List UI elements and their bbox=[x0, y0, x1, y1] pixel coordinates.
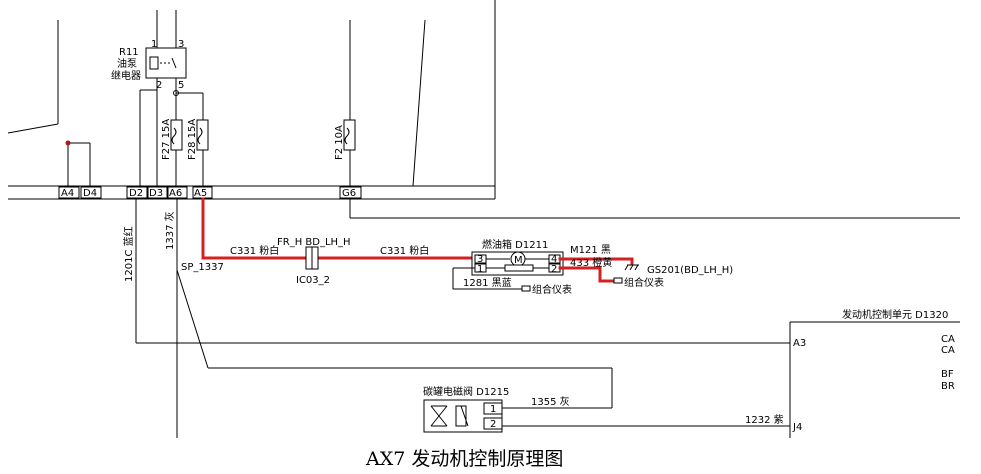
relay-desc-1: 油泵 bbox=[117, 57, 137, 70]
connector-strip: A4 D4 D2 D3 A6 A5 G6 bbox=[58, 186, 362, 199]
relay-r11: R11 油泵 继电器 1 3 2 5 bbox=[111, 10, 204, 186]
pin-d2: D2 bbox=[129, 188, 143, 199]
pin-d4: D4 bbox=[83, 188, 97, 199]
lower-harness: 1201C 蓝红 1337 灰 SP_1337 1355 灰 1232 紫 bbox=[122, 199, 790, 438]
splice-sp1337-label: SP_1337 bbox=[181, 262, 224, 273]
fuel-tank-name: 燃油箱 D1211 bbox=[482, 238, 548, 251]
diagram-title: AX7 发动机控制原理图 bbox=[365, 448, 563, 470]
wire-1201c-label: 1201C 蓝红 bbox=[122, 226, 135, 282]
ecu-ca-2: CA bbox=[941, 345, 955, 356]
cluster-1-plug-icon bbox=[521, 285, 531, 292]
ecu-ca-1: CA bbox=[941, 334, 955, 345]
ecu-pin-j4: J4 bbox=[792, 422, 802, 433]
wire-c331-right-label: C331 粉白 bbox=[380, 244, 429, 257]
relay-pin-2: 2 bbox=[156, 80, 162, 91]
pin-g6: G6 bbox=[342, 188, 356, 199]
red-supply-wire: C331 粉白 C331 粉白 bbox=[201, 197, 474, 260]
inline-connector-bottom-label: IC03_2 bbox=[296, 275, 330, 286]
inline-connector-top-label: FR_H BD_LH_H bbox=[277, 237, 351, 248]
ground-label: GS201(BD_LH_H) bbox=[647, 265, 733, 276]
relay-pin-3: 3 bbox=[178, 39, 184, 50]
pin-a4: A4 bbox=[61, 188, 74, 199]
left-harness bbox=[7, 20, 91, 186]
wire-m121-label: M121 黑 bbox=[570, 244, 611, 256]
wire-1355-label: 1355 灰 bbox=[531, 395, 570, 408]
ecu-br-1: BF bbox=[941, 369, 954, 380]
ecu-d1320: 发动机控制单元 D1320 A3 J4 CA CA BF BR bbox=[789, 308, 960, 438]
fuse-f28-label: F28 15A bbox=[187, 119, 198, 160]
cluster-2-label: 组合仪表 bbox=[624, 276, 664, 289]
ecu-br-2: BR bbox=[941, 381, 955, 392]
inline-connector-ic03-2: FR_H BD_LH_H IC03_2 bbox=[277, 237, 351, 286]
ecu-name: 发动机控制单元 D1320 bbox=[842, 308, 948, 321]
fuse-f27: F27 15A bbox=[161, 119, 183, 160]
fuse-f28: F28 15A bbox=[187, 119, 209, 160]
fuel-tank-pin-1: 1 bbox=[477, 264, 483, 275]
relay-desc-2: 继电器 bbox=[111, 69, 141, 82]
canister-valve-name: 碳罐电磁阀 D1215 bbox=[423, 385, 509, 398]
relay-name: R11 bbox=[119, 47, 139, 58]
fuel-tank-red-outputs: M121 黑 433 橙黄 GS201(BD_LH_H) 组合仪表 bbox=[558, 244, 733, 289]
splice-dot-red bbox=[65, 140, 71, 146]
pin-a6: A6 bbox=[169, 188, 182, 199]
valve-icon bbox=[430, 405, 448, 427]
fuel-tank-d1211: 燃油箱 D1211 3 1 4 2 M 1281 黑蓝 组合仪表 bbox=[452, 238, 572, 296]
solenoid-coil-icon bbox=[455, 405, 469, 427]
relay-pin-1: 1 bbox=[151, 39, 157, 50]
canister-valve-d1215: 碳罐电磁阀 D1215 1 2 bbox=[423, 385, 509, 433]
fuel-tank-pin-4: 4 bbox=[551, 254, 557, 265]
fuel-pump-motor-letter: M bbox=[514, 255, 523, 266]
wire-c331-left-label: C331 粉白 bbox=[230, 244, 279, 257]
fuel-tank-pin-3: 3 bbox=[477, 254, 483, 265]
cluster-1-label: 组合仪表 bbox=[532, 283, 572, 296]
wire-433-label: 433 橙黄 bbox=[570, 256, 612, 269]
wire-1337-label: 1337 灰 bbox=[163, 211, 176, 250]
wire-1281-label: 1281 黑蓝 bbox=[463, 277, 512, 289]
pin-a5: A5 bbox=[194, 188, 207, 199]
fuse-f2: F2 10A bbox=[334, 20, 356, 186]
wire-1232-label: 1232 紫 bbox=[745, 414, 784, 426]
fuse-f2-label: F2 10A bbox=[334, 125, 345, 160]
valve-pin-1: 1 bbox=[490, 404, 496, 415]
fuel-level-sensor-icon bbox=[504, 264, 534, 272]
relay-pin-5: 5 bbox=[178, 80, 184, 91]
fuel-tank-pin-2: 2 bbox=[551, 264, 557, 275]
fuse-box-outline bbox=[8, 0, 960, 219]
ground-icon bbox=[624, 264, 639, 271]
ecu-pin-a3: A3 bbox=[793, 338, 806, 349]
fuse-f27-label: F27 15A bbox=[161, 119, 172, 160]
valve-pin-2: 2 bbox=[490, 419, 496, 430]
pin-d3: D3 bbox=[149, 188, 163, 199]
cluster-2-plug-icon bbox=[613, 277, 623, 284]
